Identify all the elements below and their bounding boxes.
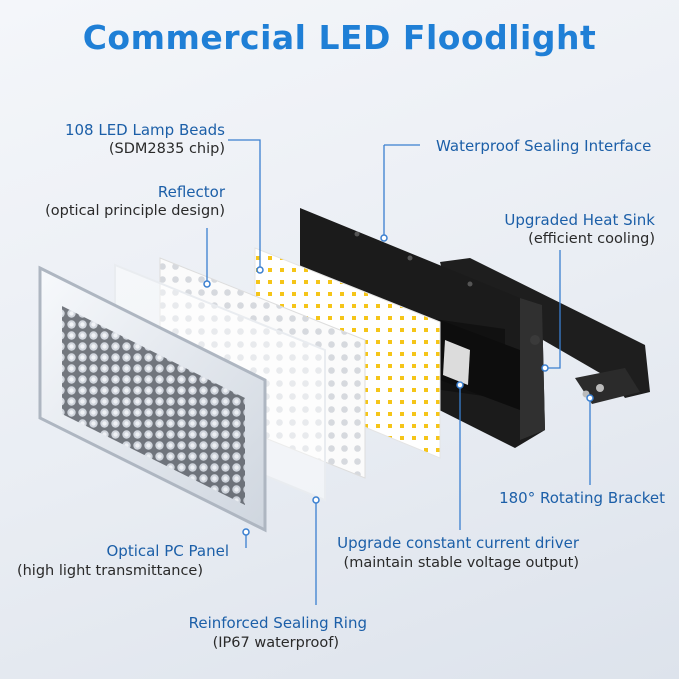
callout-reflector-label: Reflector <box>157 183 225 201</box>
callout-sealing-interface-label: Waterproof Sealing Interface <box>436 137 652 155</box>
callout-driver-label: Upgrade constant current driver <box>337 534 579 552</box>
callout-bracket-label: 180° Rotating Bracket <box>499 489 665 507</box>
callout-sealing-ring-label: Reinforced Sealing Ring <box>188 614 367 632</box>
pc-panel <box>38 265 267 533</box>
leader-lines <box>206 139 591 605</box>
callout-reflector-detail: (optical principle design) <box>45 203 225 219</box>
callout-pc-panel-detail: (high light transmittance) <box>16 563 203 579</box>
callout-heat-sink-detail: (efficient cooling) <box>528 231 655 247</box>
callout-heat-sink-label: Upgraded Heat Sink <box>504 211 655 229</box>
callout-lamp-beads-detail: (SDM2835 chip) <box>108 141 225 157</box>
leader-dots <box>203 234 594 536</box>
callout-lamp-beads-label: 108 LED Lamp Beads <box>64 121 225 139</box>
callout-pc-panel-label: Optical PC Panel <box>106 542 229 560</box>
callout-driver-detail: (maintain stable voltage output) <box>343 555 579 571</box>
callout-sealing-ring-detail: (IP67 waterproof) <box>212 635 339 651</box>
page-title: Commercial LED Floodlight <box>82 18 597 57</box>
